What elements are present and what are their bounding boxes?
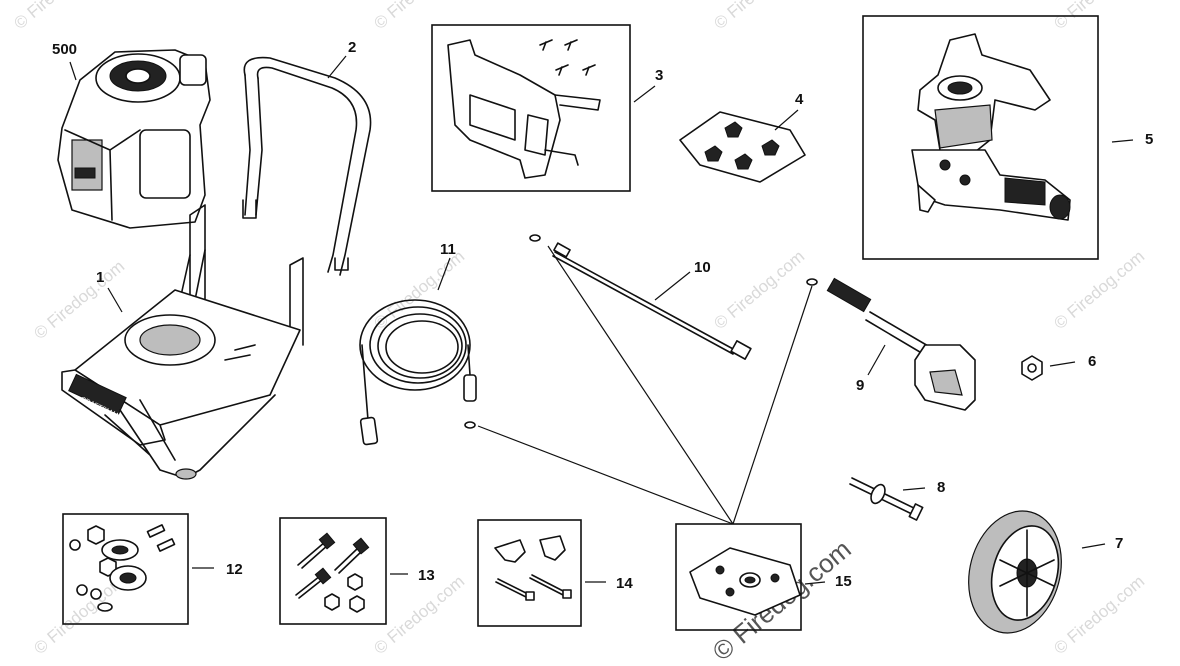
leader-spray-gun [867,344,886,376]
watermark: © Firedog.com [10,0,108,33]
box-pump [862,15,1099,260]
box-hardware-12 [62,513,189,625]
leader-wheel [1081,543,1106,549]
nut[interactable] [1021,355,1043,381]
watermark: © Firedog.com [710,0,808,33]
box-hardware-14 [477,519,582,627]
leader-nozzle-kit [774,109,799,131]
callout-nozzle-kit: 4 [795,91,804,108]
leader-axle [902,487,926,491]
hardware-kit-14[interactable] [494,535,572,601]
leader-engine [69,61,77,81]
box-hardware-13 [279,517,387,625]
box-o-ring-kit [675,523,802,631]
leader-handle [327,55,347,79]
leader-o-ring-kit [804,581,826,585]
leader-lance [654,271,691,301]
leader-nut [1049,361,1076,367]
callout-o-ring-kit: 15 [835,573,852,590]
callout-hardware-13: 13 [418,567,435,584]
callout-handle: 2 [348,39,356,56]
callout-wheel: 7 [1115,535,1123,552]
leader-pump [1111,139,1134,143]
hardware-kit-13[interactable] [295,532,370,613]
leader-hose [437,257,451,291]
watermark: © Firedog.com [1050,572,1148,658]
leader-frame [107,287,123,313]
high-pressure-hose[interactable] [359,299,477,446]
watermark: © Firedog.com [370,572,468,658]
box-engine-mount-kit [431,24,631,192]
o-ring-kit[interactable] [689,547,801,616]
axle[interactable] [849,477,924,521]
watermark: © Firedog.com [370,0,468,33]
engine[interactable] [57,49,211,229]
handle[interactable] [242,56,372,276]
watermark: © Firedog.com [710,247,808,333]
leader-engine-mount-kit [633,85,656,103]
callout-engine: 500 [52,41,77,58]
bolt-icon [539,39,596,76]
callout-hardware-12: 12 [226,561,243,578]
callout-engine-mount-kit: 3 [655,67,663,84]
nozzle-tip-icon [704,121,780,170]
spray-lance[interactable] [529,234,752,360]
callout-frame: 1 [96,269,104,286]
engine-mount-kit[interactable] [447,39,601,179]
wheel[interactable] [955,500,1074,643]
pump[interactable] [911,33,1071,221]
hardware-kit-12[interactable] [69,524,176,612]
callout-spray-gun: 9 [856,377,864,394]
callout-lance: 10 [694,259,711,276]
callout-nut: 6 [1088,353,1096,370]
nozzle-kit[interactable] [679,111,806,183]
callout-hardware-14: 14 [616,575,633,592]
callout-pump: 5 [1145,131,1153,148]
o-ring-leaders [477,245,813,525]
watermark: © Firedog.com [30,257,128,343]
frame[interactable] [61,204,304,480]
callout-axle: 8 [937,479,945,496]
callout-hose: 11 [440,241,456,258]
spray-gun[interactable] [806,277,976,411]
